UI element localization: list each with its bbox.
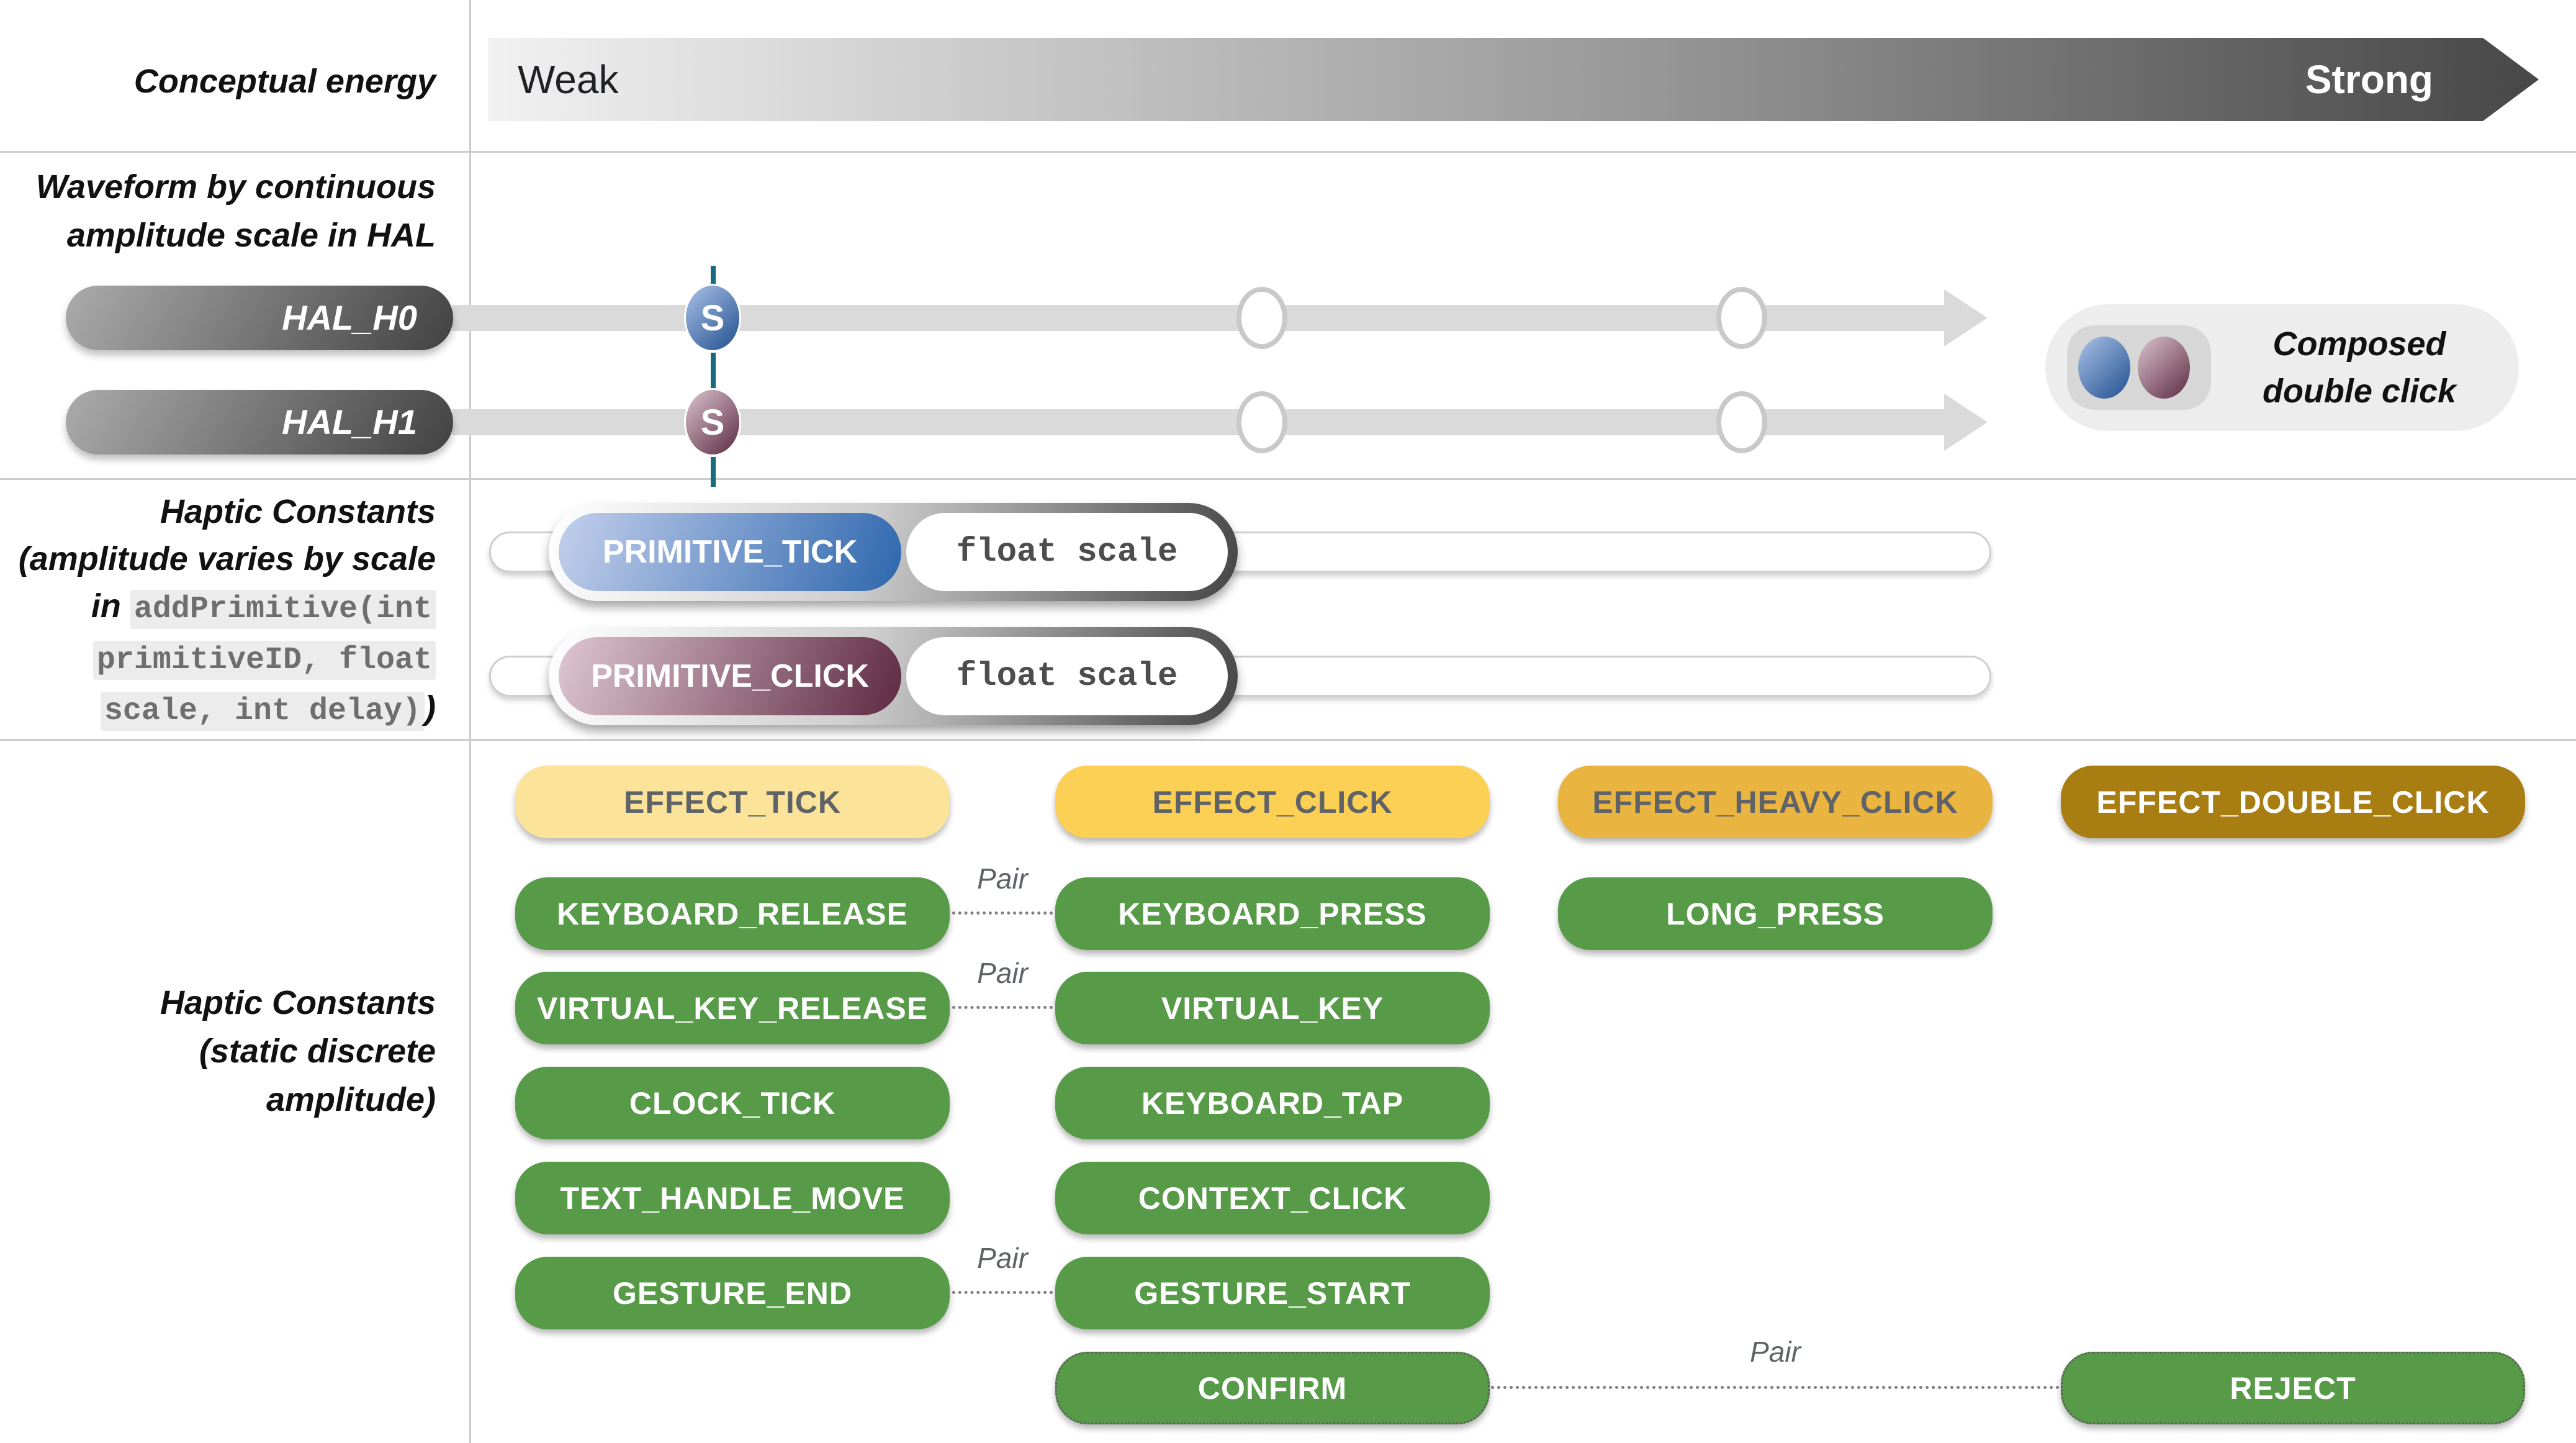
primitive-constants-label: Haptic Constants (amplitude varies by sc… <box>0 488 452 735</box>
code-snippet: scale, int delay) <box>100 692 425 731</box>
dash-above-h0-marker <box>711 266 716 296</box>
pair-label: Pair <box>1750 1336 1801 1368</box>
empty-slot-circle <box>1236 391 1287 453</box>
code-snippet: addPrimitive(int <box>130 590 436 629</box>
composed-double-click-label: Composed double click <box>2262 325 2457 410</box>
pair-label: Pair <box>977 1242 1028 1274</box>
pill-keyboard-press: KEYBOARD_PRESS <box>1055 877 1490 950</box>
static-constants-label: Haptic Constants (static discrete amplit… <box>0 979 452 1124</box>
pill-gesture-start: GESTURE_START <box>1055 1257 1490 1329</box>
pill-effect-tick: EFFECT_TICK <box>515 766 950 838</box>
primitive-tick-pill: PRIMITIVE_TICK <box>559 513 901 591</box>
primitive-tick-param: float scale <box>906 513 1228 591</box>
static-label-line3: amplitude) <box>266 1081 436 1118</box>
dash-above-h1-marker <box>711 370 716 400</box>
blue-dot-icon <box>2078 337 2130 399</box>
pill-long-press: LONG_PRESS <box>1558 877 1993 950</box>
code-snippet: primitiveID, float <box>92 641 436 680</box>
pill-effect-heavy-click: EFFECT_HEAVY_CLICK <box>1558 766 1993 838</box>
composed-double-click-card: Composed double click <box>2045 304 2519 431</box>
dash-below-h0-marker <box>711 353 716 382</box>
pill-effect-click: EFFECT_CLICK <box>1055 766 1490 838</box>
pill-keyboard-release: KEYBOARD_RELEASE <box>515 877 950 950</box>
pair-connector-confirm-reject <box>1491 1386 2060 1389</box>
dash-below-h1-marker <box>711 457 716 487</box>
hal-h1-pill: HAL_H1 <box>66 390 453 455</box>
pair-label: Pair <box>977 957 1028 989</box>
empty-slot-circle <box>1236 287 1287 349</box>
pill-clock-tick: CLOCK_TICK <box>515 1067 950 1139</box>
primitive-label-line5: scale, int delay)) <box>0 684 436 735</box>
conceptual-energy-label: Conceptual energy <box>133 63 436 100</box>
primitive-label-line3: in addPrimitive(int <box>0 582 436 633</box>
waveform-label: Waveform by continuous amplitude scale i… <box>0 163 452 260</box>
hal-h0-pill: HAL_H0 <box>66 286 453 350</box>
scale-marker-h1: S <box>686 390 739 455</box>
plum-dot-icon <box>2138 337 2190 399</box>
pill-confirm: CONFIRM <box>1055 1352 1490 1424</box>
pill-virtual-key-release: VIRTUAL_KEY_RELEASE <box>515 972 950 1044</box>
double-click-dots-frame <box>2067 325 2211 410</box>
primitive-click-thumb: PRIMITIVE_CLICK float scale <box>549 627 1238 725</box>
pill-virtual-key: VIRTUAL_KEY <box>1055 972 1490 1044</box>
pill-effect-double-click: EFFECT_DOUBLE_CLICK <box>2061 766 2525 838</box>
static-label-line2: (static discrete <box>199 1033 436 1070</box>
primitive-label-line4: primitiveID, float <box>0 633 436 684</box>
pair-connector-virtualkey <box>952 1006 1053 1009</box>
primitive-click-pill: PRIMITIVE_CLICK <box>559 637 901 715</box>
pill-keyboard-tap: KEYBOARD_TAP <box>1055 1067 1490 1139</box>
primitive-label-line1: Haptic Constants <box>160 493 436 530</box>
pair-label: Pair <box>977 862 1028 895</box>
section-divider-2 <box>0 478 2576 480</box>
section-divider-3 <box>0 739 2576 741</box>
pair-connector-gesture <box>952 1291 1053 1294</box>
pill-gesture-end: GESTURE_END <box>515 1257 950 1329</box>
primitive-tick-thumb: PRIMITIVE_TICK float scale <box>549 503 1238 601</box>
pill-reject: REJECT <box>2061 1352 2525 1424</box>
scale-marker-h0: S <box>686 286 739 350</box>
empty-slot-circle <box>1716 287 1767 349</box>
static-label-line1: Haptic Constants <box>160 984 436 1021</box>
vertical-divider <box>469 0 471 1443</box>
energy-gradient-bar: Weak Strong <box>488 38 2539 121</box>
primitive-click-param: float scale <box>906 637 1228 715</box>
pill-context-click: CONTEXT_CLICK <box>1055 1162 1490 1234</box>
pair-connector-keyboard <box>952 911 1053 915</box>
empty-slot-circle <box>1716 391 1767 453</box>
waveform-label-line1: Waveform by continuous <box>35 168 436 206</box>
strong-label: Strong <box>2305 57 2433 102</box>
pill-text-handle-move: TEXT_HANDLE_MOVE <box>515 1162 950 1234</box>
primitive-label-line2: (amplitude varies by scale <box>18 540 436 577</box>
section-divider-1 <box>0 151 2576 153</box>
waveform-label-line2: amplitude scale in HAL <box>66 217 436 254</box>
weak-label: Weak <box>518 57 619 102</box>
